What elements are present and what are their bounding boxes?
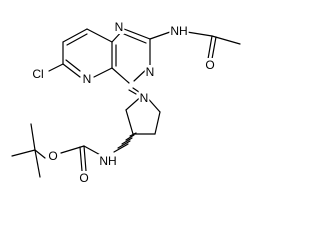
- atom-label-background: [169, 24, 189, 38]
- bond: [34, 149, 46, 159]
- bond: [154, 111, 161, 135]
- atom-label-background: [144, 65, 156, 79]
- atom-label-nh-amide: NH: [170, 24, 187, 38]
- atom-label-n-pyridine: N: [83, 72, 92, 86]
- atom-label-o-ester: O: [48, 149, 57, 163]
- bond: [211, 35, 241, 45]
- bond: [62, 63, 81, 78]
- atom-label-background: [78, 171, 90, 185]
- bond: [30, 123, 36, 151]
- bond: [62, 28, 88, 43]
- bond: [65, 59, 81, 72]
- bond: [128, 89, 137, 95]
- bond: [125, 109, 134, 135]
- bonds: [11, 28, 241, 178]
- bond: [123, 28, 151, 40]
- bond: [79, 146, 83, 172]
- bond: [132, 87, 140, 93]
- bond: [11, 149, 36, 157]
- bond: [121, 137, 133, 145]
- bond: [111, 67, 130, 84]
- chemical-structure: NH O N N N Cl N NH O O: [11, 20, 241, 185]
- atom-label-background: [204, 58, 216, 72]
- bond: [66, 33, 88, 46]
- bond: [60, 145, 85, 154]
- bond: [34, 149, 41, 178]
- bond: [129, 132, 137, 137]
- atom-label-n-pyrimidine-mid: N: [146, 65, 155, 79]
- bond: [125, 134, 135, 141]
- atom-label-background: [47, 149, 59, 163]
- bond: [83, 145, 87, 172]
- atom-label-background: [113, 20, 125, 34]
- bond: [207, 35, 213, 60]
- bond: [123, 33, 147, 44]
- atom-label-background: [31, 67, 45, 81]
- bond: [117, 140, 131, 149]
- atom-label-o-carbonyl: O: [79, 171, 88, 185]
- atom-label-chlorine: Cl: [32, 67, 43, 81]
- atom-label-n-pyrimidine-top: N: [115, 20, 124, 34]
- bond: [48, 63, 64, 72]
- bond: [86, 28, 113, 43]
- atom-label-background: [138, 91, 150, 105]
- bond: [93, 67, 113, 78]
- bond: [149, 31, 171, 40]
- atom-label-n-pyrrolidine: N: [140, 91, 149, 105]
- bond: [211, 36, 217, 60]
- atom-label-background: [81, 72, 93, 86]
- bond: [113, 143, 129, 153]
- bond: [186, 31, 213, 37]
- atom-label-nh-carbamate: NH: [99, 154, 116, 168]
- atom-label-background: [98, 154, 118, 168]
- atom-labels: NH O N N N Cl N NH O O: [31, 20, 216, 185]
- atom-label-o-acetyl: O: [205, 58, 214, 72]
